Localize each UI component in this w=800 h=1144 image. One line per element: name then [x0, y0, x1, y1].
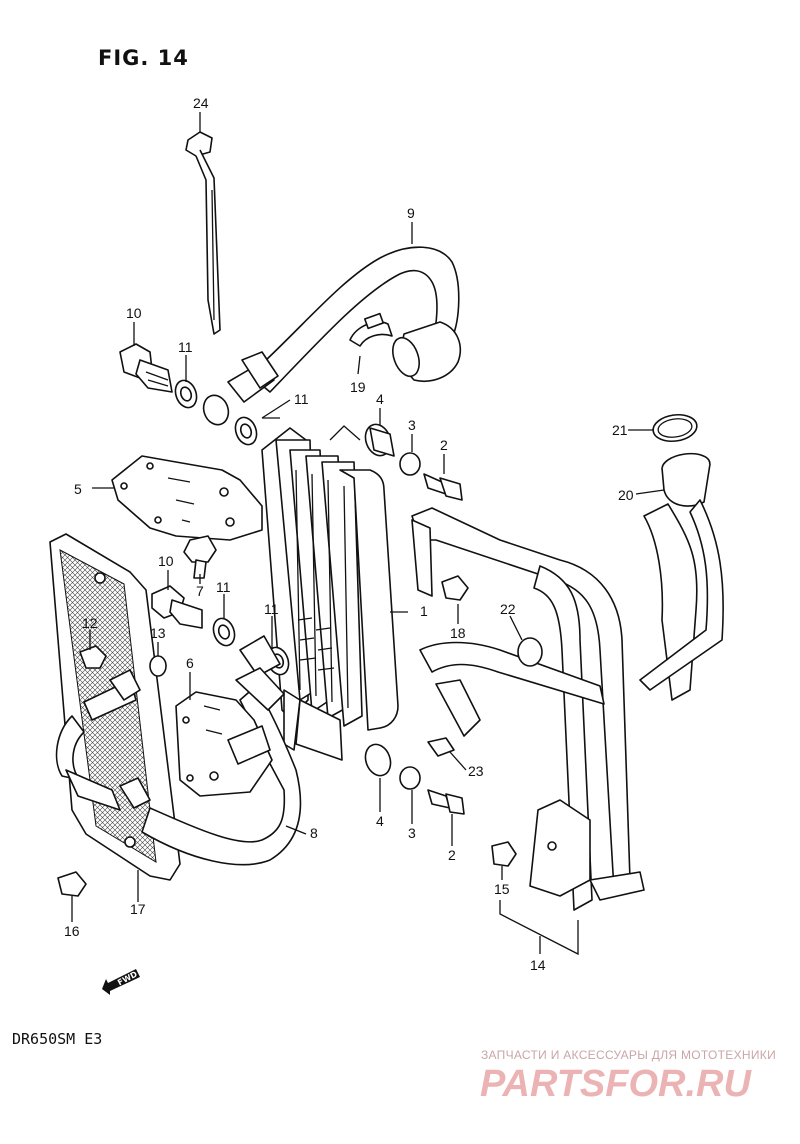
oil-pipe-assy-part: [411, 507, 645, 911]
lower-fasteners: [151, 535, 290, 677]
callout-1: 1: [420, 603, 428, 619]
callout-3-lower: 3: [408, 825, 416, 841]
oil-cooler-part: [261, 427, 399, 761]
oil-hose-upper-part: [227, 246, 462, 403]
forward-direction-arrow-icon: FWD: [100, 965, 144, 999]
callout-4-upper: 4: [376, 391, 384, 407]
model-code: DR650SM E3: [12, 1030, 103, 1048]
callout-2-lower: 2: [448, 847, 456, 863]
callout-5: 5: [74, 481, 82, 497]
figure-title: FIG. 14: [98, 46, 189, 70]
callout-13: 13: [150, 625, 166, 641]
callout-15: 15: [494, 881, 510, 897]
callout-24: 24: [193, 95, 209, 111]
callout-18: 18: [450, 625, 466, 641]
callout-11-upper-b: 11: [294, 391, 309, 407]
callout-20: 20: [618, 487, 634, 503]
callout-11-lower-b: 11: [264, 601, 279, 617]
callout-2-upper: 2: [440, 437, 448, 453]
bracket-upper-part: [111, 455, 263, 541]
callout-10-upper: 10: [126, 305, 142, 321]
callout-17: 17: [130, 901, 146, 917]
callout-21: 21: [612, 422, 628, 438]
o-ring-21-part: [652, 413, 698, 443]
leader-lines: [71, 112, 665, 956]
callout-8: 8: [310, 825, 318, 841]
callout-labels: 24 9 10 11 11 19 4 3 2 21 20 5 10 7 1 10…: [64, 95, 634, 973]
union-bolt-upper-part: [119, 343, 173, 393]
oil-pipe-20-part: [639, 452, 724, 701]
callout-7: 7: [196, 583, 204, 599]
callout-4-lower: 4: [376, 813, 384, 829]
watermark-logo-text: PARTSFOR.RU: [480, 1063, 752, 1104]
callout-19: 19: [350, 379, 366, 395]
callout-14: 14: [530, 957, 546, 973]
callout-12: 12: [82, 615, 98, 631]
callout-16: 16: [64, 923, 80, 939]
gasket-upper-part: [174, 379, 258, 446]
cooler-mount-lower-fasteners: [57, 645, 465, 897]
watermark-logo: PARTSFOR.RU: [480, 1063, 752, 1104]
callout-11-upper-a: 11: [178, 339, 193, 355]
callout-6: 6: [186, 655, 194, 671]
callout-11-lower-a: 11: [216, 579, 231, 595]
callout-9: 9: [407, 205, 415, 221]
callout-3-upper: 3: [408, 417, 416, 433]
cooler-mount-upper-fasteners: [364, 423, 463, 501]
callout-10-lower-a: 10: [158, 553, 174, 569]
bracket-lower-part: [175, 691, 273, 797]
clamp-strap-part: [185, 131, 221, 335]
callout-22: 22: [500, 601, 516, 617]
watermark-tagline: ЗАПЧАСТИ И АКСЕССУАРЫ ДЛЯ МОТОТЕХНИКИ: [480, 1048, 776, 1062]
callout-23: 23: [468, 763, 484, 779]
